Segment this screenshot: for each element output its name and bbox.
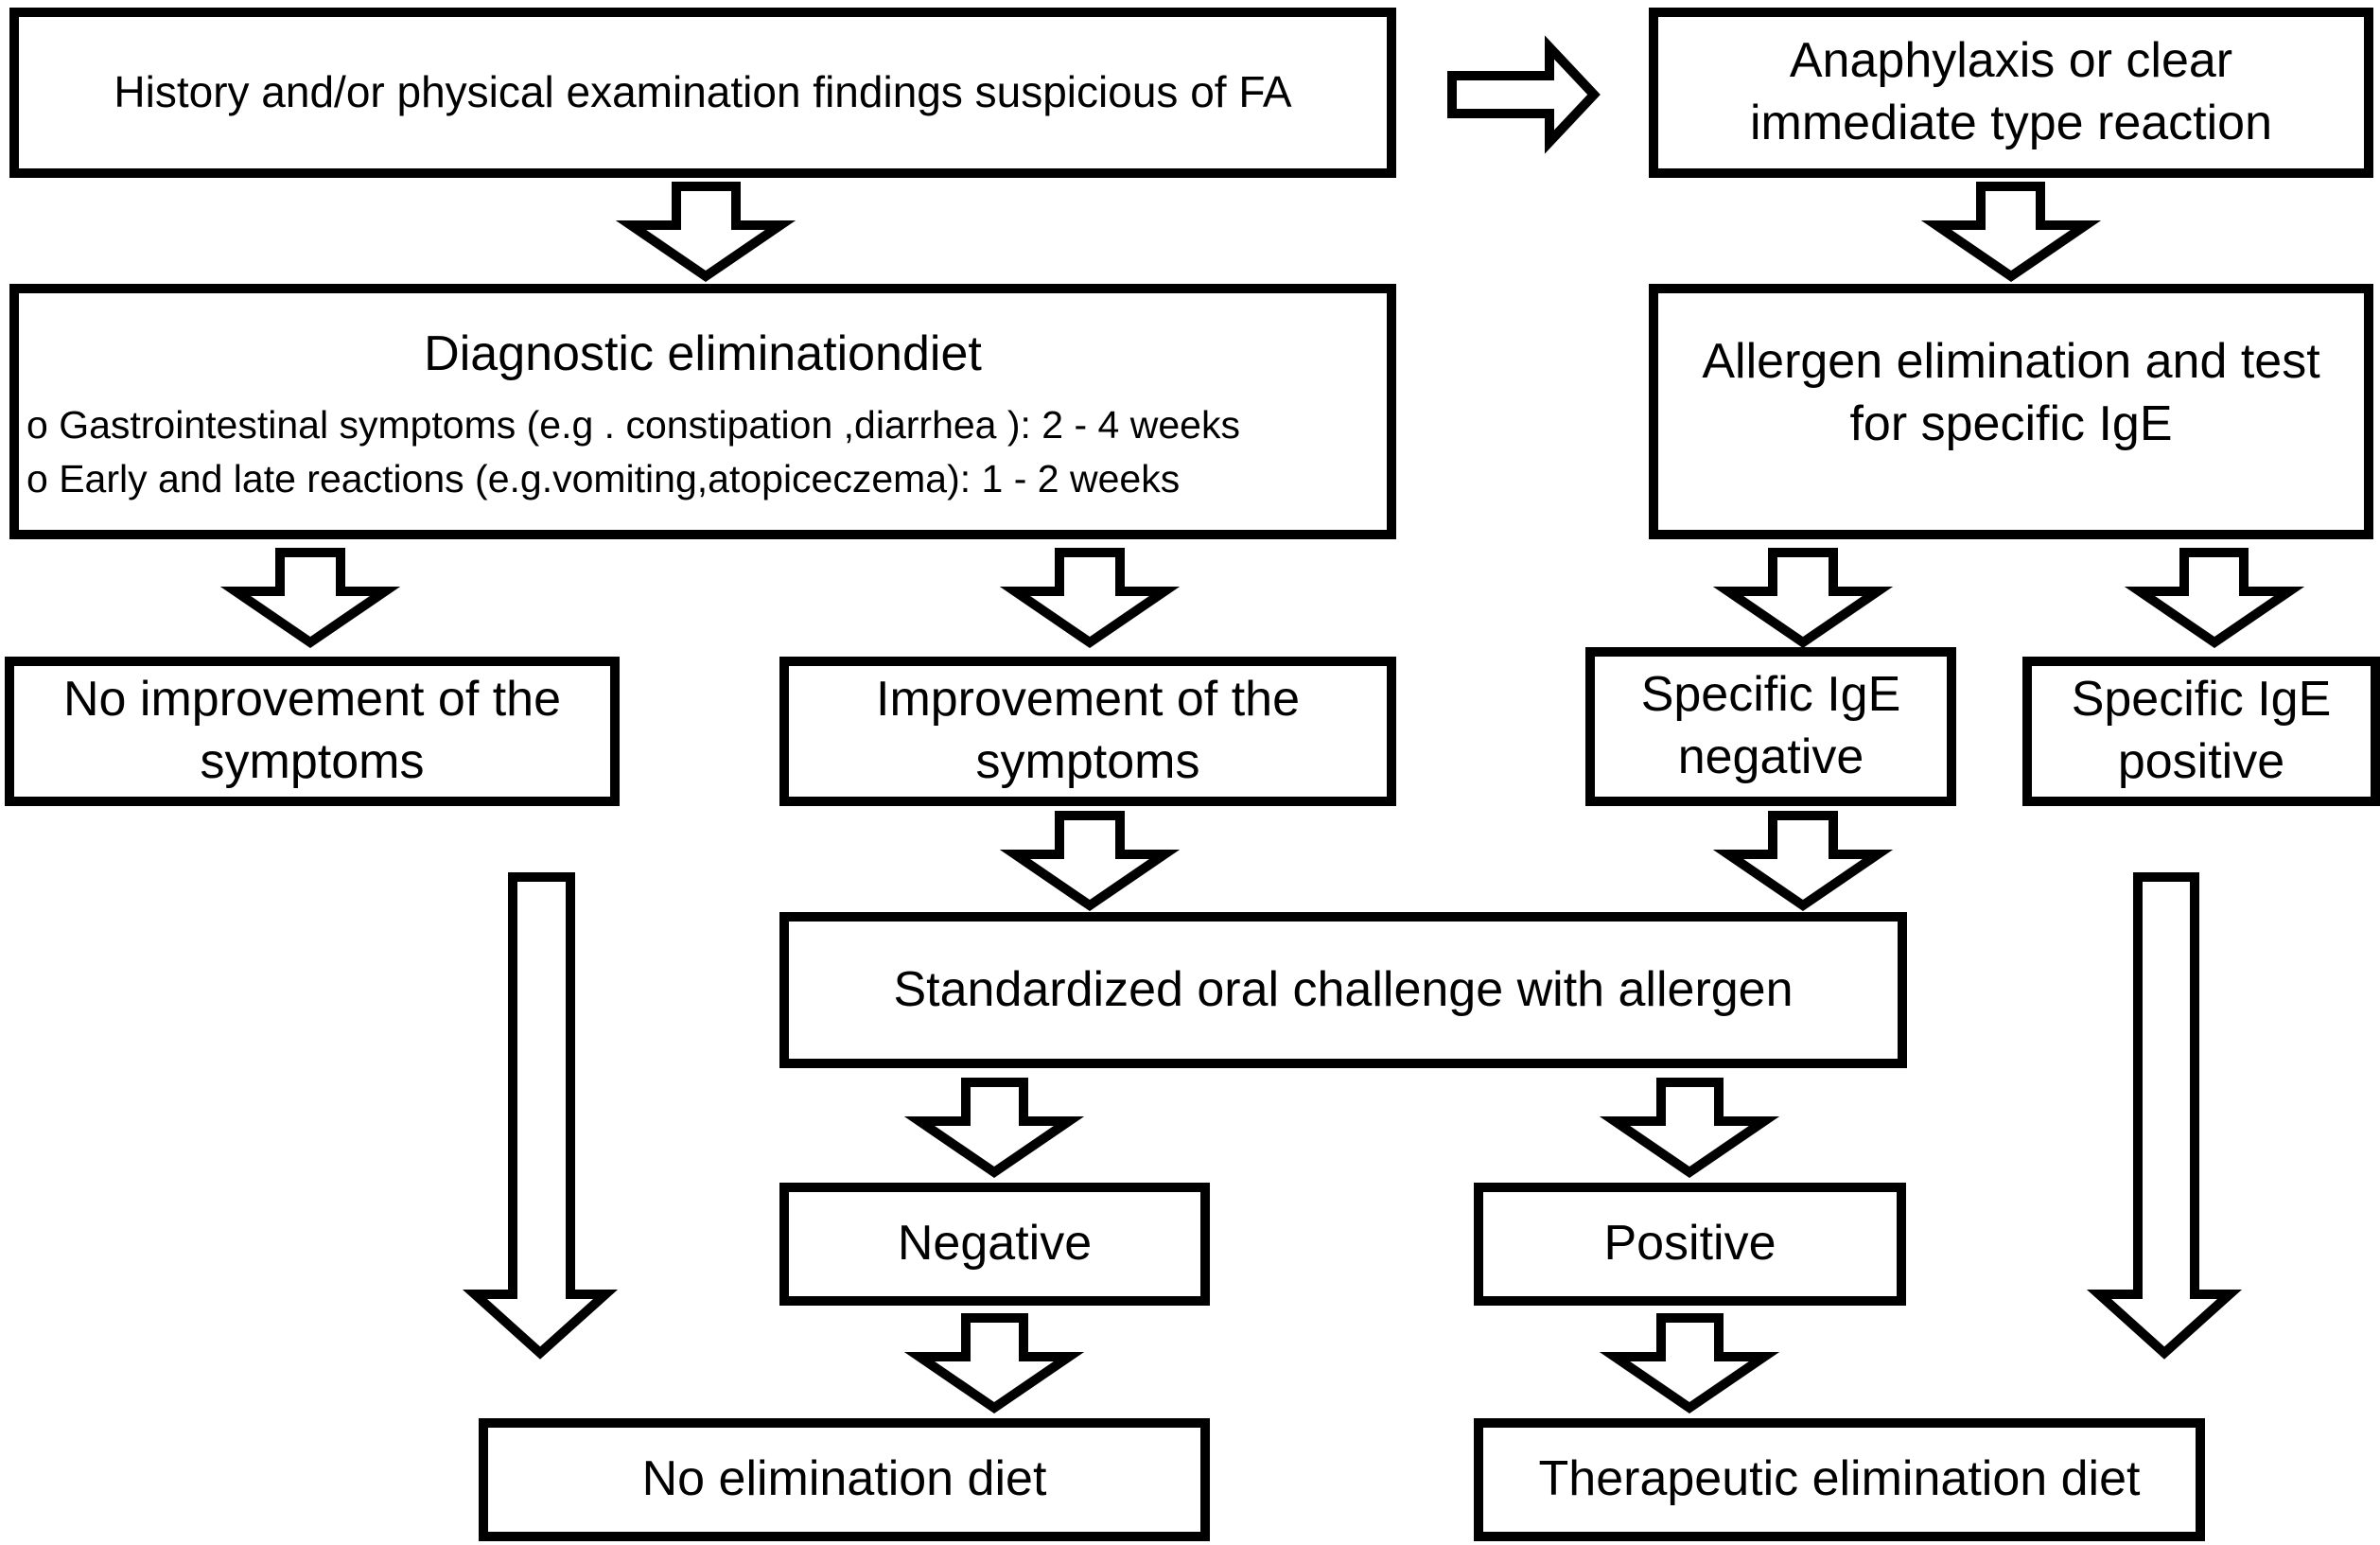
arrow-allergen-to-ige-positive bbox=[2124, 548, 2305, 649]
anaphylaxis-line-2: immediate type reaction bbox=[1749, 96, 2273, 150]
allergen-line-2: for specific IgE bbox=[1849, 395, 2173, 451]
arrow-anaphylaxis-to-allergen bbox=[1920, 182, 2102, 283]
history-text: History and/or physical examination find… bbox=[114, 67, 1292, 117]
no-elimination-text: No elimination diet bbox=[641, 1451, 1047, 1507]
diagnostic-box: Diagnostic eliminationdiet o Gastrointes… bbox=[9, 284, 1396, 539]
arrow-diagnostic-to-improvement bbox=[999, 548, 1181, 649]
challenge-box: Standardized oral challenge with allerge… bbox=[779, 912, 1907, 1068]
challenge-text: Standardized oral challenge with allerge… bbox=[893, 961, 1794, 1017]
ige-positive-box: Specific IgE positive bbox=[2022, 657, 2380, 806]
arrow-ige-negative-to-challenge bbox=[1712, 811, 1894, 912]
arrow-no-improvement-to-no-elimination bbox=[462, 872, 619, 1360]
improvement-line-2: symptoms bbox=[975, 734, 1200, 789]
ige-positive-line-2: positive bbox=[2117, 734, 2285, 789]
therapeutic-box: Therapeutic elimination diet bbox=[1474, 1418, 2205, 1541]
arrow-allergen-to-ige-negative bbox=[1712, 548, 1894, 649]
arrow-history-to-anaphylaxis bbox=[1447, 35, 1601, 154]
ige-negative-box: Specific IgE negative bbox=[1585, 647, 1956, 806]
arrow-history-to-diagnostic bbox=[615, 182, 796, 283]
ige-negative-line-1: Specific IgE bbox=[1640, 667, 1901, 723]
no-elimination-box: No elimination diet bbox=[479, 1418, 1210, 1541]
anaphylaxis-line-1: Anaphylaxis or clear bbox=[1789, 33, 2233, 89]
no-improvement-line-2: symptoms bbox=[200, 734, 425, 789]
arrow-negative-to-no-elimination bbox=[903, 1313, 1085, 1414]
diagnostic-item-early-late: o Early and late reactions (e.g.vomiting… bbox=[26, 456, 1181, 500]
improvement-box: Improvement of the symptoms bbox=[779, 657, 1396, 806]
ige-positive-line-1: Specific IgE bbox=[2071, 672, 2332, 728]
negative-text: Negative bbox=[897, 1216, 1093, 1272]
diagnostic-item-gastrointestinal: o Gastrointestinal symptoms (e.g . const… bbox=[26, 403, 1240, 448]
anaphylaxis-box: Anaphylaxis or clear immediate type reac… bbox=[1649, 8, 2373, 178]
ige-negative-line-2: negative bbox=[1677, 729, 1864, 784]
therapeutic-text: Therapeutic elimination diet bbox=[1538, 1451, 2141, 1507]
arrow-challenge-to-positive bbox=[1599, 1078, 1780, 1179]
allergen-box: Allergen elimination and test for specif… bbox=[1649, 284, 2373, 539]
positive-box: Positive bbox=[1474, 1183, 1906, 1306]
arrow-improvement-to-challenge bbox=[999, 811, 1181, 912]
arrow-challenge-to-negative bbox=[903, 1078, 1085, 1179]
arrow-ige-positive-to-therapeutic bbox=[2086, 872, 2243, 1360]
negative-box: Negative bbox=[779, 1183, 1210, 1306]
arrow-positive-to-therapeutic bbox=[1599, 1313, 1780, 1414]
diagnostic-title: Diagnostic eliminationdiet bbox=[424, 325, 982, 381]
no-improvement-box: No improvement of the symptoms bbox=[5, 657, 620, 806]
arrow-diagnostic-to-no-improvement bbox=[219, 548, 401, 649]
improvement-line-1: Improvement of the bbox=[876, 672, 1300, 728]
history-box: History and/or physical examination find… bbox=[9, 8, 1396, 178]
positive-text: Positive bbox=[1603, 1216, 1776, 1272]
allergen-line-1: Allergen elimination and test bbox=[1702, 334, 2320, 389]
no-improvement-line-1: No improvement of the bbox=[62, 672, 562, 728]
